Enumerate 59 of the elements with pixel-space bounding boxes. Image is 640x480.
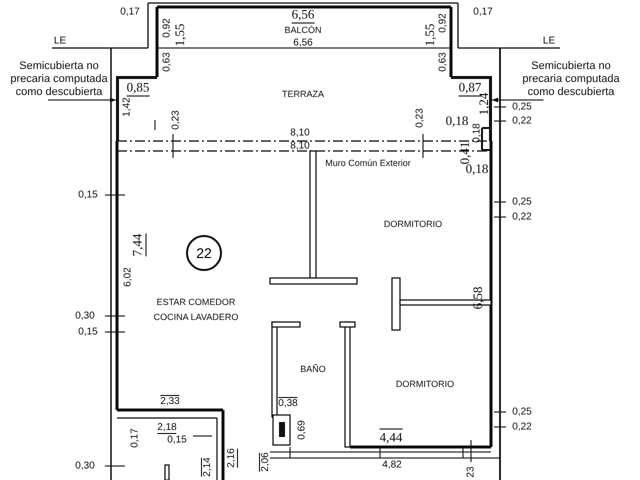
dimension-label: 0,15 — [167, 434, 187, 446]
boundary-line-label: LE — [54, 36, 66, 46]
dimension-label: 0,92 — [162, 18, 172, 38]
dimension-label: 23 — [466, 466, 476, 478]
dimension-label: 7,44 — [130, 234, 146, 256]
dimension-label: 0,63 — [438, 52, 448, 72]
dimension-label: 4,44 — [380, 428, 402, 446]
leader-line — [492, 98, 544, 102]
dimension-label: 6,02 — [122, 267, 134, 287]
dimension-label: 0,63 — [162, 52, 172, 72]
boundary-line-label: LE — [542, 36, 556, 46]
room-label: ESTAR COMEDOR COCINA LAVADERO — [152, 296, 240, 324]
unit-number-circle: 22 — [186, 235, 222, 271]
room-label: DORMITORIO — [384, 219, 442, 229]
dimension-label: 0,30 — [75, 310, 95, 322]
dimension-label: 0,25 — [512, 196, 532, 208]
room-label: DORMITORIO — [396, 379, 454, 389]
dimension-label: 0,25 — [512, 406, 532, 418]
dimension-label: 0,23 — [414, 108, 426, 128]
dimension-label: 0,22 — [512, 422, 532, 432]
dimension-label: 0,17 — [473, 6, 493, 18]
dimension-label: 2,16 — [226, 448, 238, 468]
dimension-label: 0,25 — [512, 102, 532, 112]
dimension-label: 0,92 — [438, 13, 448, 33]
wall-label: Muro Común Exterior — [325, 158, 411, 168]
dimension-label: 6,58 — [470, 286, 486, 310]
callout-note: Semicubierta no precaria computada como descubierta — [4, 60, 114, 99]
dimension-label: 2,14 — [201, 457, 213, 477]
room-label: BAÑO — [300, 364, 326, 374]
dimension-label: 0,17 — [130, 428, 140, 448]
dimension-label: 0,22 — [512, 212, 532, 222]
dimension-label: 6,56 — [292, 6, 314, 24]
dimension-label: 0,22 — [512, 116, 532, 126]
dimension-label: 0,30 — [75, 460, 95, 472]
room-label: BALCÓN — [284, 25, 322, 35]
dimension-label: 0,41 — [457, 142, 472, 164]
dimension-label: 0,87 — [458, 80, 482, 96]
dimension-label: 6,56 — [293, 38, 313, 48]
semicovered-area — [116, 76, 157, 141]
dimension-label: 0,69 — [296, 420, 308, 440]
dimension-label: 0,15 — [78, 326, 98, 338]
dimension-label: 8,10 — [290, 128, 310, 138]
dimension-label: 0,18 — [446, 113, 468, 129]
leader-line — [48, 98, 116, 102]
dimension-label: 0,23 — [170, 110, 182, 130]
dimension-label: 0,17 — [120, 6, 140, 18]
dimension-label: 2,33 — [160, 395, 180, 407]
dimension-label: 0,15 — [78, 190, 98, 200]
dimension-label: 2,18 — [157, 422, 177, 434]
dimension-label: 1,55 — [172, 24, 188, 46]
dimension-label: 1,42 — [122, 97, 132, 117]
dimension-label: 2,06 — [259, 452, 271, 472]
dimension-label: 0,38 — [278, 397, 298, 409]
dimension-label: 4,82 — [382, 460, 402, 470]
callout-note: Semicubierta no precaria computada como descubierta — [516, 60, 626, 99]
dimension-label: 0,85 — [126, 80, 150, 96]
room-label: TERRAZA — [282, 89, 324, 99]
dimension-label: 8,10 — [290, 140, 310, 152]
dimension-label: 1,55 — [422, 24, 438, 46]
